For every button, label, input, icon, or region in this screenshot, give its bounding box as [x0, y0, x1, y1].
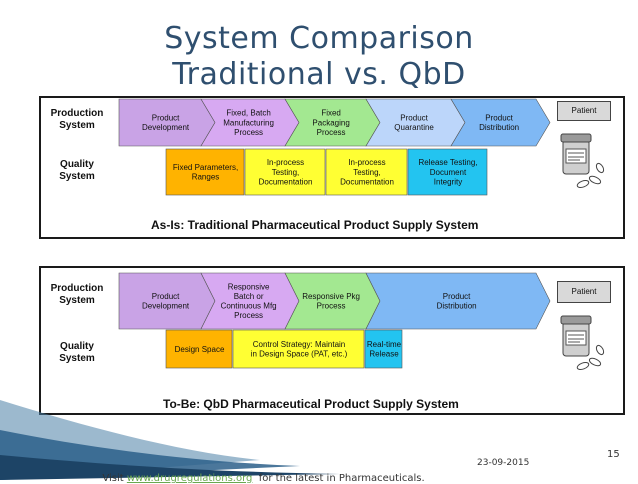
- qbd-quality-step-1-label: Design Space: [175, 345, 225, 354]
- footer-note: Visit www.drugregulations.org for the la…: [96, 462, 425, 484]
- qbd-panel: Production System Quality System Product…: [39, 266, 625, 415]
- traditional-patient-box: Patient: [557, 101, 611, 121]
- traditional-panel: Production System Quality System Product…: [39, 96, 625, 239]
- slide-date: 23-09-2015: [477, 458, 529, 468]
- traditional-pill-bottle-icon: [553, 122, 605, 192]
- traditional-patient-label: Patient: [572, 106, 597, 115]
- qbd-patient-label: Patient: [572, 287, 597, 296]
- slide-title-line-2: Traditional vs. QbD: [0, 58, 638, 92]
- qbd-pill-bottle-icon: [553, 304, 605, 374]
- slide-title-line-1: System Comparison: [0, 22, 638, 56]
- qbd-patient-box: Patient: [557, 281, 611, 303]
- page-number: 15: [607, 449, 620, 460]
- traditional-caption: As-Is: Traditional Pharmaceutical Produc…: [151, 218, 478, 232]
